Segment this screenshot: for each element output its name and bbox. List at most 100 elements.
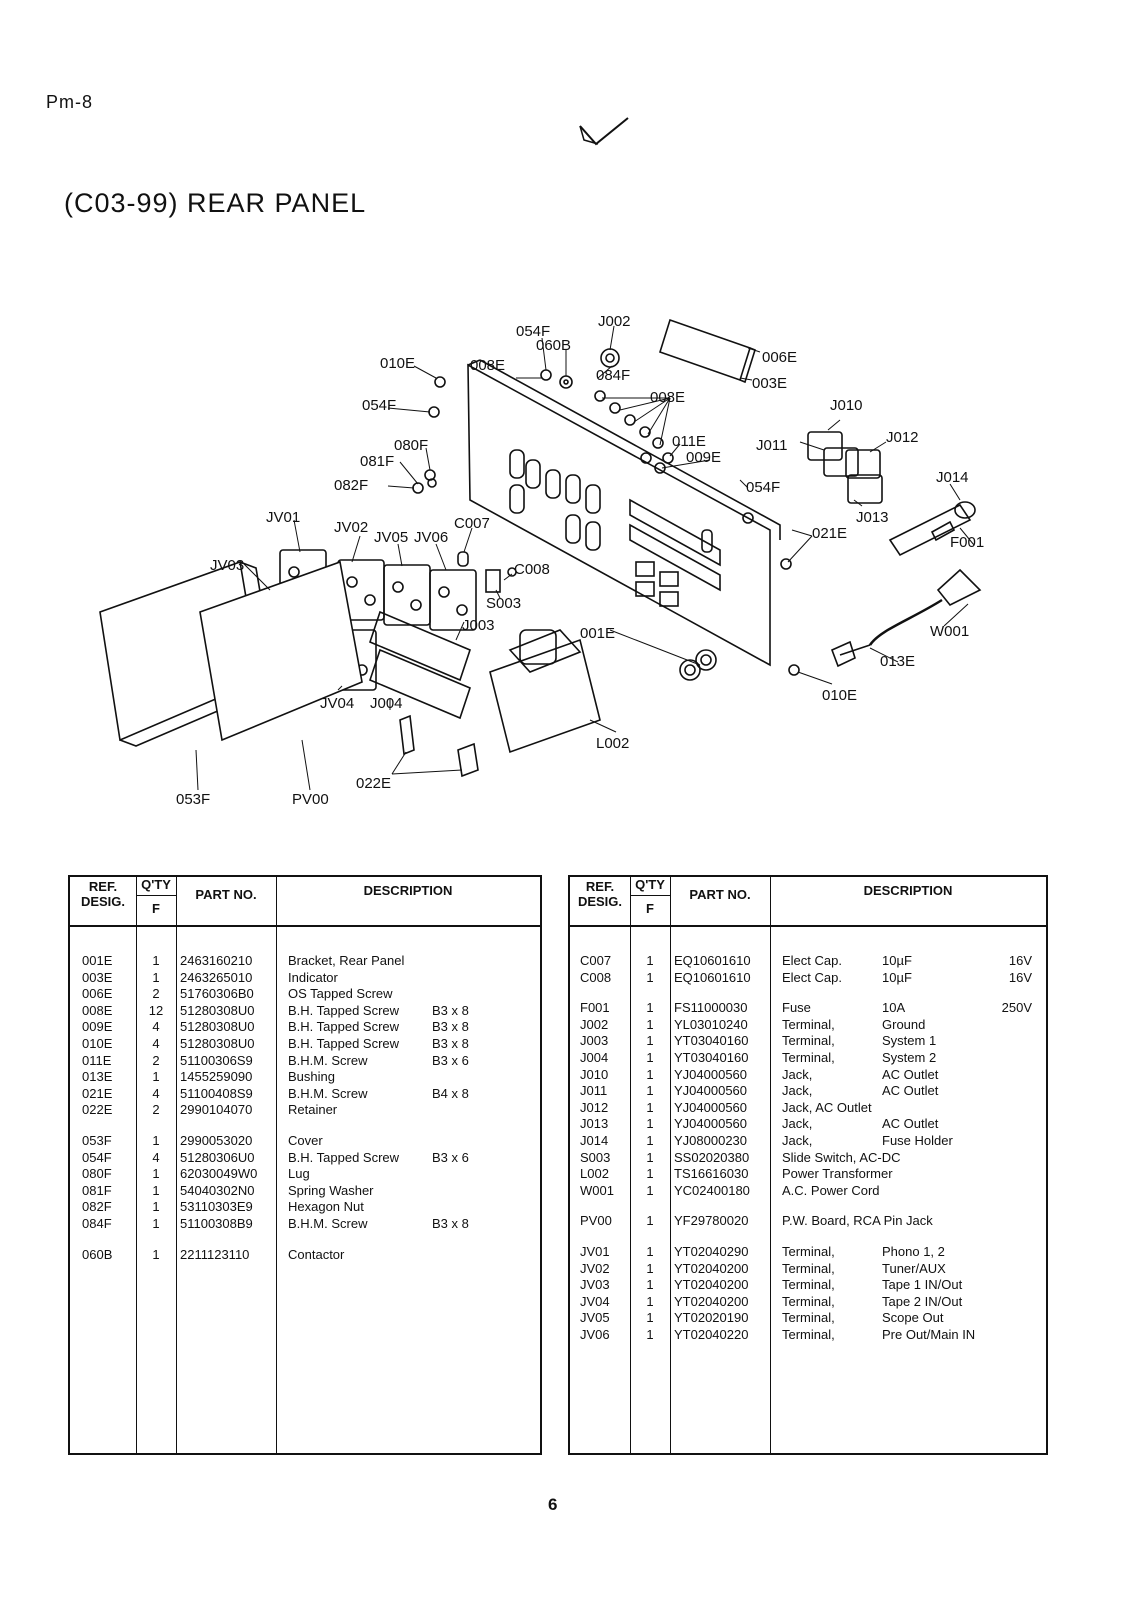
ref-desig-cell: 006E: [82, 986, 113, 1002]
f-header: F: [646, 901, 654, 916]
ref-desig-cell: L002: [580, 1166, 609, 1182]
qty-cell: 1: [152, 1199, 160, 1215]
description-cell: Elect Cap.: [782, 953, 842, 968]
qty-cell: 1: [646, 1016, 654, 1032]
qty-cell: 1: [152, 1132, 160, 1148]
description-cell: Power Transformer: [782, 1166, 893, 1182]
rating-cell: 250V: [1001, 1000, 1032, 1016]
description-cell: Jack, AC Outlet: [782, 1099, 872, 1115]
label-006E: 006E: [762, 349, 797, 366]
label-084F: 084F: [596, 367, 630, 384]
description-cell: Retainer: [288, 1102, 338, 1118]
ref-desig-cell: 080F: [82, 1166, 112, 1182]
description-cell: Contactor: [288, 1246, 345, 1262]
label-C007: C007: [454, 515, 490, 532]
page-id: Pm-8: [46, 92, 94, 112]
description-cell: Terminal,: [782, 1260, 835, 1276]
part-no-cell: YT02040200: [674, 1293, 749, 1309]
part-no-cell: 51280308U0: [180, 1002, 255, 1018]
ref-desig-cell: JV06: [580, 1326, 610, 1342]
part-no-cell: 53110303E9: [180, 1199, 253, 1215]
description-cell: Bracket, Rear Panel: [288, 953, 405, 968]
description-cell: B.H.M. Screw: [288, 1215, 368, 1231]
qty-cell: 1: [646, 1213, 654, 1229]
ref-desig-cell: 010E: [82, 1035, 113, 1051]
description-cell: Indicator: [288, 969, 338, 985]
qty-cell: 1: [646, 1166, 654, 1182]
label-013E: 013E: [880, 653, 915, 670]
qty-cell: 4: [152, 1085, 160, 1101]
label-053F: 053F: [176, 791, 210, 808]
description-cell: B.H. Tapped Screw: [288, 1149, 400, 1165]
label-JV05: JV05: [374, 529, 408, 546]
ref-desig-cell: JV02: [580, 1260, 610, 1276]
description-cell: Spring Washer: [288, 1182, 374, 1198]
qty-cell: 1: [152, 1246, 160, 1262]
ref-desig-cell: J010: [580, 1066, 609, 1082]
part-no-cell: YJ04000560: [674, 1066, 748, 1082]
part-no-header: PART NO.: [689, 887, 751, 902]
part-no-cell: FS11000030: [674, 1000, 748, 1016]
description-cell: Jack,: [782, 1116, 813, 1132]
description-cell: Jack,: [782, 1066, 813, 1082]
part-no-cell: YJ08000230: [674, 1132, 748, 1148]
spec-cell: Tape 2 IN/Out: [882, 1293, 963, 1309]
qty-cell: 1: [646, 1000, 654, 1016]
description-cell: B.H.M. Screw: [288, 1085, 368, 1101]
part-no-cell: 51280308U0: [180, 1019, 255, 1035]
part-no-cell: 51100308B9: [180, 1215, 253, 1231]
qty-cell: 1: [646, 1243, 654, 1259]
part-no-cell: YF29780020: [674, 1213, 749, 1229]
description-cell: B.H.M. Screw: [288, 1052, 368, 1068]
qty-cell: 12: [148, 1002, 164, 1018]
description-cell: Lug: [288, 1166, 310, 1182]
label-J012: J012: [886, 429, 919, 446]
spec-cell: Pre Out/Main IN: [882, 1326, 976, 1342]
spec-cell: AC Outlet: [882, 1066, 939, 1082]
part-no-cell: 2990053020: [180, 1132, 253, 1148]
qty-cell: 1: [152, 1069, 160, 1085]
qty-cell: 4: [152, 1149, 160, 1165]
description-cell: Jack,: [782, 1132, 813, 1148]
label-L002: L002: [596, 735, 629, 752]
label-J013: J013: [856, 509, 889, 526]
spec-cell: AC Outlet: [882, 1116, 939, 1132]
label-S003: S003: [486, 595, 521, 612]
part-no-cell: SS02020380: [674, 1149, 750, 1165]
part-no-cell: 2463160210: [180, 953, 253, 968]
part-no-header: PART NO.: [195, 887, 257, 902]
description-cell: Cover: [288, 1132, 323, 1148]
check-mark-icon: [579, 117, 629, 146]
label-F001: F001: [950, 534, 984, 551]
description-cell: B.H. Tapped Screw: [288, 1035, 400, 1051]
spec-cell: B4 x 8: [432, 1085, 469, 1101]
description-header: DESCRIPTION: [863, 883, 953, 898]
qty-cell: 1: [646, 1277, 654, 1293]
qty-cell: 1: [646, 1099, 654, 1115]
ref-desig-cell: J014: [580, 1132, 609, 1148]
part-no-cell: 51280306U0: [180, 1149, 255, 1165]
qty-cell: 1: [646, 1033, 654, 1049]
part-no-cell: 2990104070: [180, 1102, 253, 1118]
qty-cell: 1: [152, 969, 160, 985]
ref-desig-cell: C007: [580, 953, 612, 968]
description-cell: Terminal,: [782, 1033, 835, 1049]
ref-desig-cell: JV04: [580, 1293, 610, 1309]
label-082F: 082F: [334, 477, 368, 494]
description-cell: Terminal,: [782, 1016, 835, 1032]
ref-desig-cell: C008: [580, 969, 612, 985]
label-011E: 011E: [672, 433, 706, 450]
